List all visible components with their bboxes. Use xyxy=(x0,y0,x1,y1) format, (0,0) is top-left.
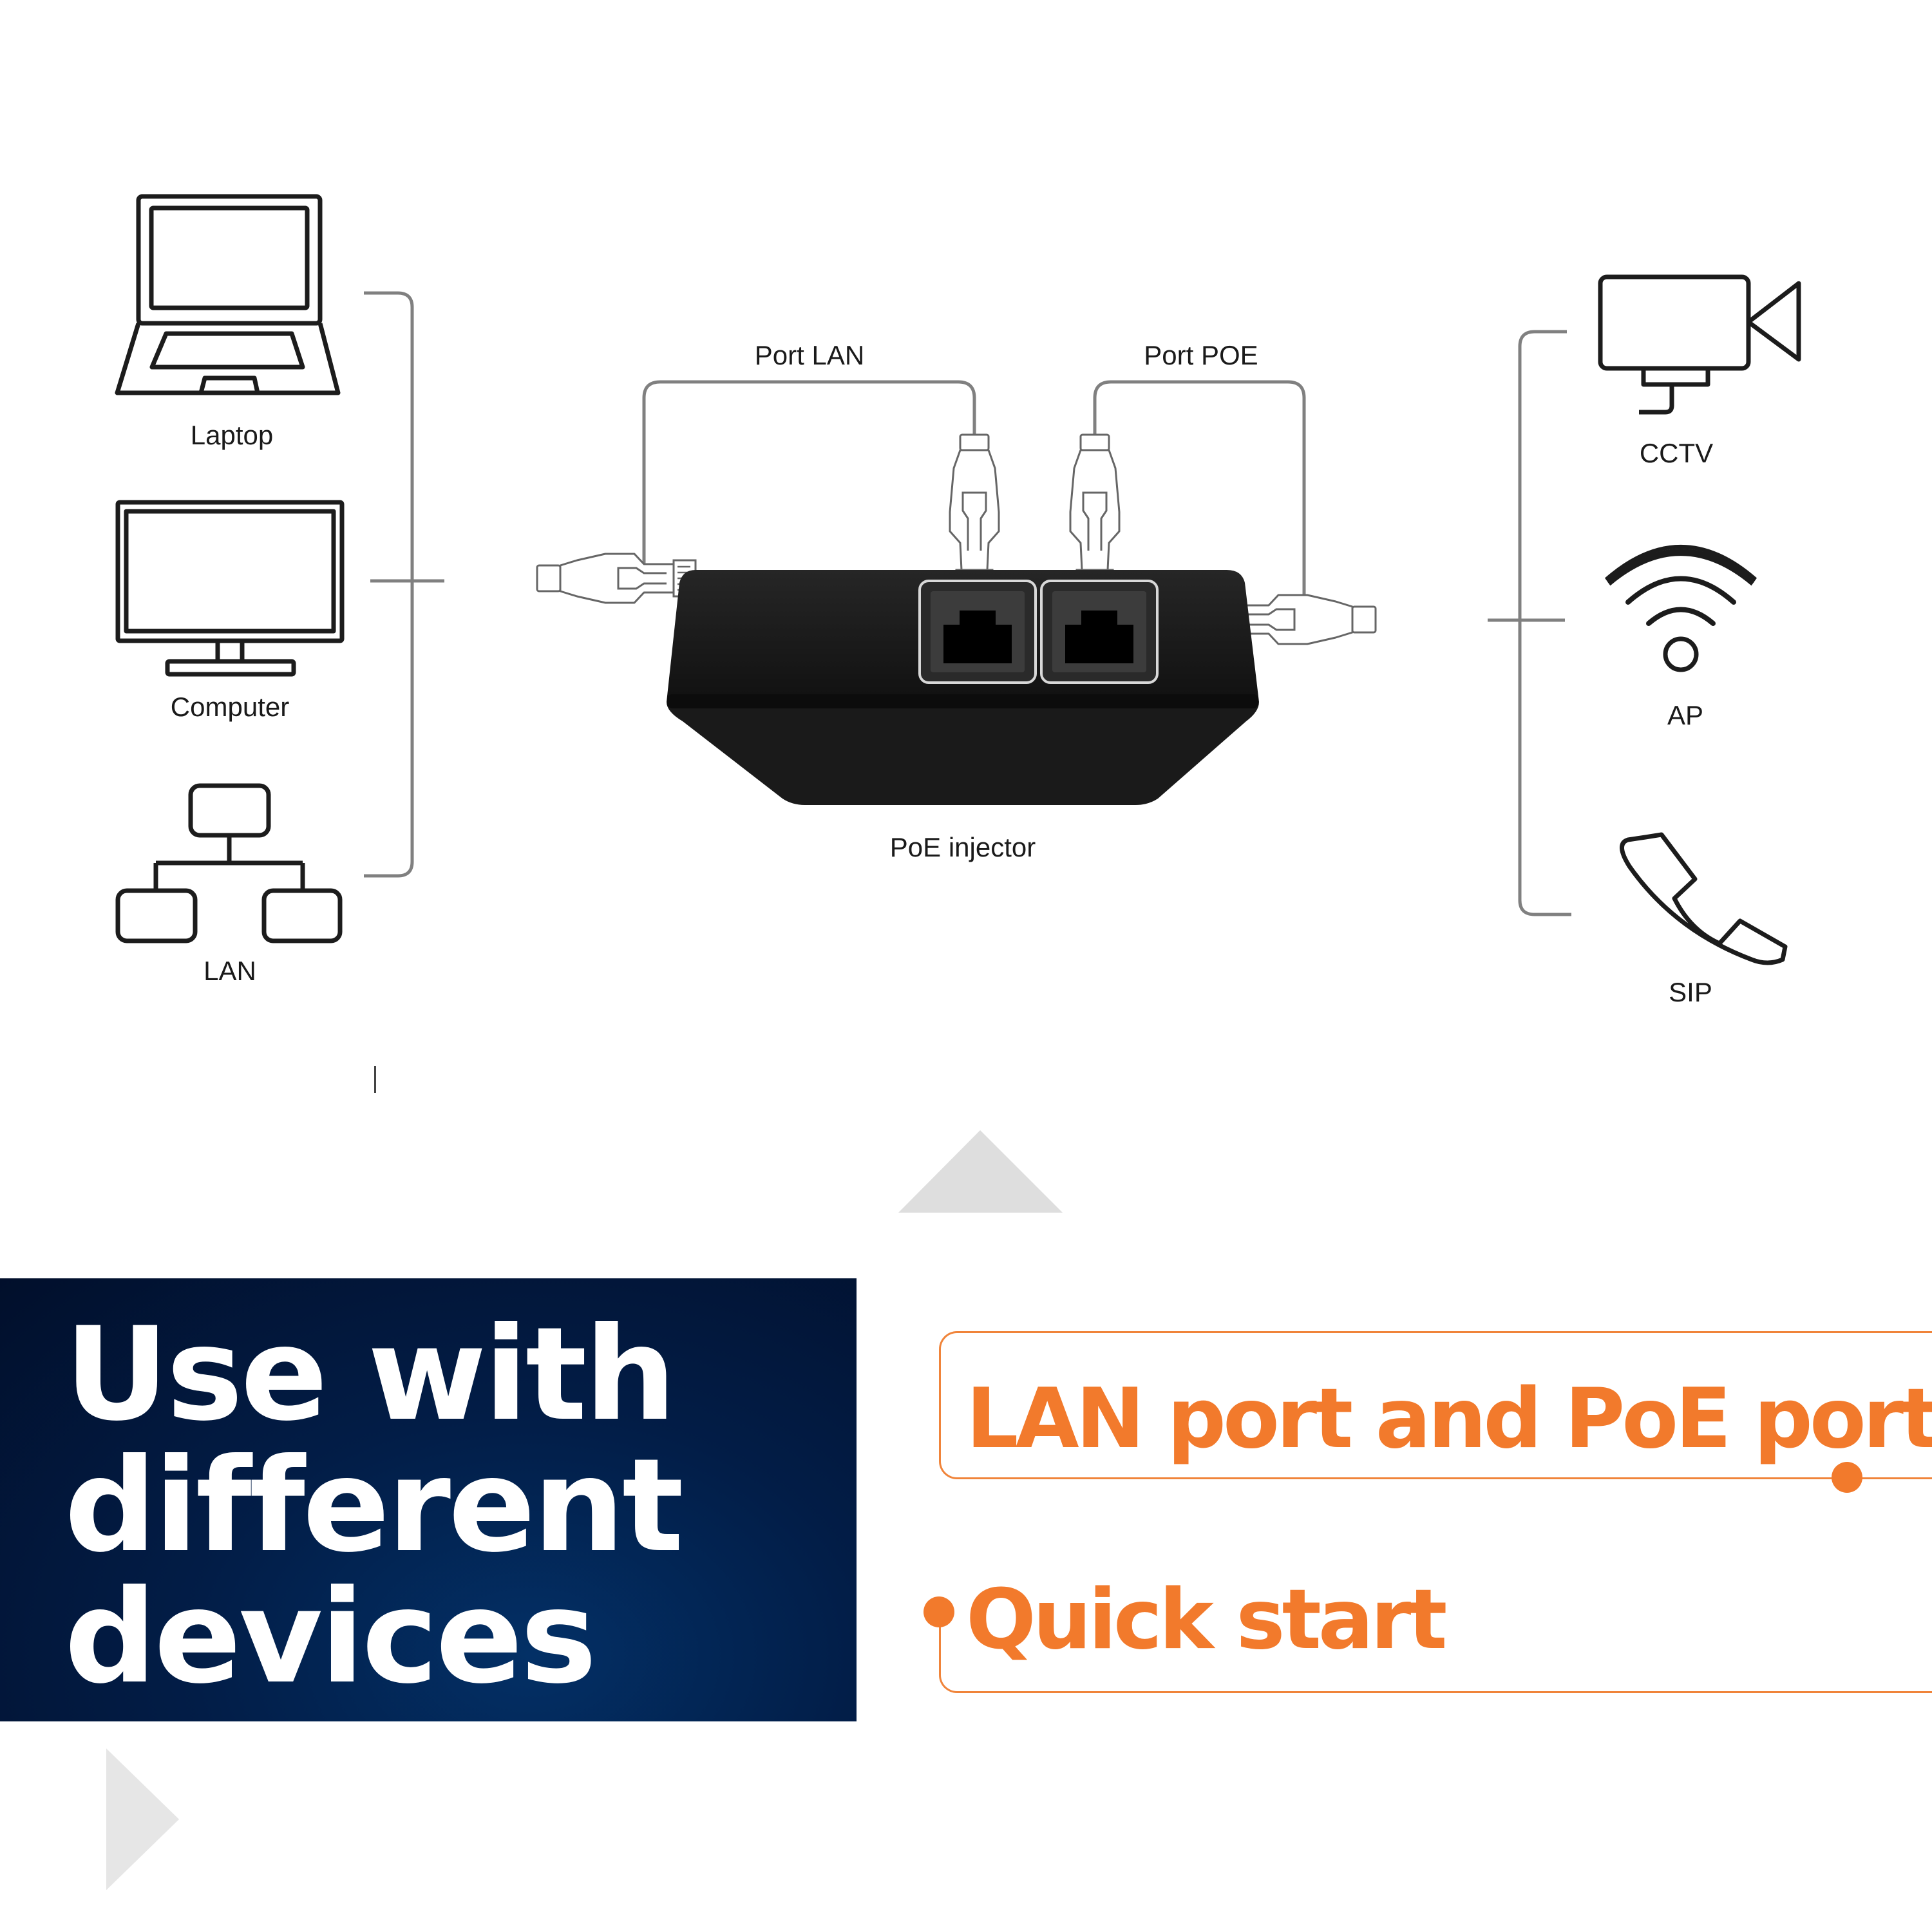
feature-box-quick-start xyxy=(939,1599,1932,1693)
lan-port-jack xyxy=(918,580,1037,684)
feature-box-ports xyxy=(939,1331,1932,1479)
poe-injector-device xyxy=(667,570,1259,805)
feature-quick-start-dot xyxy=(923,1596,954,1627)
right-bracket xyxy=(1518,330,1571,916)
port-poe-label: Port POE xyxy=(1144,340,1258,370)
feature-ports-text: LAN port and PoE port xyxy=(966,1371,1932,1467)
up-triangle-icon xyxy=(898,1130,1063,1213)
cctv-camera-icon xyxy=(1598,274,1801,415)
feature-ports-dot xyxy=(1832,1462,1862,1493)
divider-tick xyxy=(374,1066,376,1093)
lan-cable xyxy=(583,380,976,580)
left-bracket xyxy=(364,291,414,878)
poe-port-jack xyxy=(1040,580,1159,684)
headline-text: Use with different devices xyxy=(64,1300,684,1712)
port-lan-label: Port LAN xyxy=(755,340,864,370)
ap-label: AP xyxy=(1667,700,1703,730)
connection-diagram: Laptop Computer LAN Port LAN Port POE Po… xyxy=(115,194,1801,1213)
computer-icon xyxy=(115,500,345,677)
poe-port-plug xyxy=(1069,433,1121,592)
play-triangle-icon xyxy=(106,1748,179,1890)
computer-label: Computer xyxy=(171,692,289,722)
lan-label: LAN xyxy=(204,956,256,986)
poe-injector-label: PoE injector xyxy=(890,832,1036,862)
headline-panel: Use with different devices xyxy=(0,1278,857,1721)
wifi-ap-icon xyxy=(1604,545,1757,672)
feature-quick-start-text: Quick start xyxy=(966,1572,1447,1668)
left-cable-plug xyxy=(536,553,697,604)
cctv-label: CCTV xyxy=(1640,438,1713,468)
sip-phone-icon xyxy=(1620,832,1788,965)
laptop-icon xyxy=(115,194,341,395)
laptop-label: Laptop xyxy=(191,420,273,450)
sip-label: SIP xyxy=(1669,977,1712,1007)
lan-port-plug xyxy=(949,433,1000,592)
lan-network-icon xyxy=(115,783,343,943)
